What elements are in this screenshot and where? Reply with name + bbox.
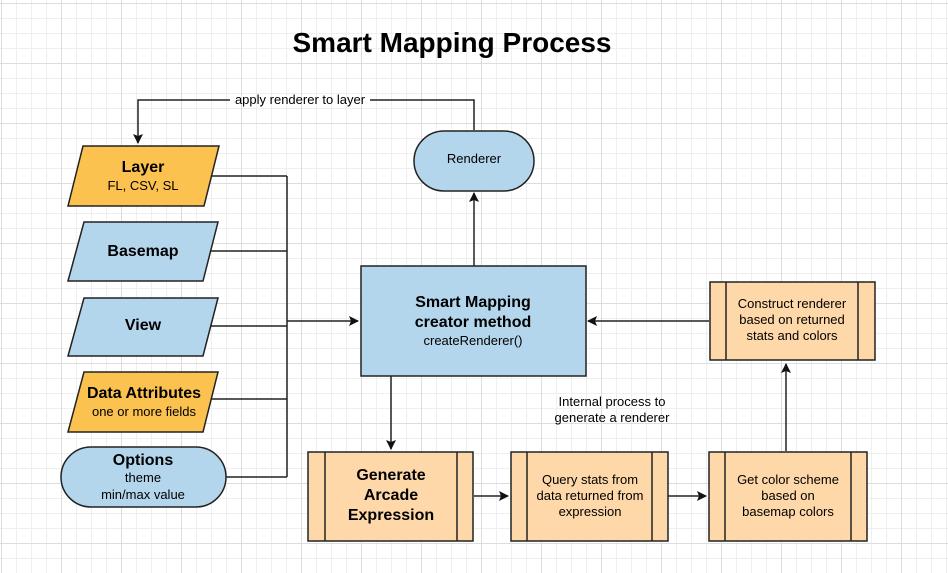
page-title: Smart Mapping Process [293, 27, 612, 58]
renderer-node[interactable]: Renderer [413, 130, 535, 192]
input-options-subtitle-2: min/max value [101, 487, 185, 502]
construct-line-2: based on returned [739, 312, 845, 327]
input-options-subtitle-1: theme [125, 470, 161, 485]
edge-label-apply: apply renderer to layer [235, 92, 366, 107]
input-data-attributes-subtitle: one or more fields [92, 404, 197, 419]
input-data-attributes[interactable]: Data Attributes one or more fields [67, 371, 219, 433]
connectors [133, 99, 791, 501]
generate-line-1: Generate [356, 467, 425, 484]
input-view-title: View [125, 317, 162, 334]
process-construct-renderer[interactable]: Construct renderer based on returned sta… [709, 281, 876, 361]
color-line-1: Get color scheme [737, 472, 839, 487]
creator-method-name: createRenderer() [424, 333, 523, 348]
renderer-label: Renderer [447, 151, 502, 166]
input-layer-title: Layer [122, 159, 165, 176]
input-layer-subtitle: FL, CSV, SL [107, 178, 178, 193]
process-query-stats[interactable]: Query stats from data returned from expr… [510, 451, 669, 542]
annotation-line-2: generate a renderer [555, 410, 671, 425]
input-basemap[interactable]: Basemap [67, 221, 219, 282]
process-generate-arcade[interactable]: Generate Arcade Expression [307, 451, 474, 542]
edge-apply-renderer-left [133, 99, 230, 144]
input-options[interactable]: Options theme min/max value [60, 446, 227, 508]
edge-apply-renderer [370, 99, 475, 130]
annotation-line-1: Internal process to [559, 394, 666, 409]
query-line-1: Query stats from [542, 472, 638, 487]
process-color-scheme[interactable]: Get color scheme based on basemap colors [708, 451, 868, 542]
input-data-attributes-title: Data Attributes [87, 385, 201, 402]
generate-line-2: Arcade [364, 487, 418, 504]
construct-line-3: stats and colors [746, 328, 838, 343]
input-layer[interactable]: Layer FL, CSV, SL [67, 145, 220, 207]
query-line-2: data returned from [537, 488, 644, 503]
color-line-3: basemap colors [742, 504, 834, 519]
input-basemap-title: Basemap [107, 243, 178, 260]
color-line-2: based on [761, 488, 815, 503]
input-view[interactable]: View [67, 297, 219, 357]
creator-title-line-1: Smart Mapping [415, 294, 531, 311]
construct-line-1: Construct renderer [738, 296, 847, 311]
query-line-3: expression [559, 504, 622, 519]
input-options-title: Options [113, 452, 174, 469]
creator-title-line-2: creator method [415, 314, 531, 331]
creator-method-node[interactable]: Smart Mapping creator method createRende… [360, 265, 587, 377]
generate-line-3: Expression [348, 507, 434, 524]
